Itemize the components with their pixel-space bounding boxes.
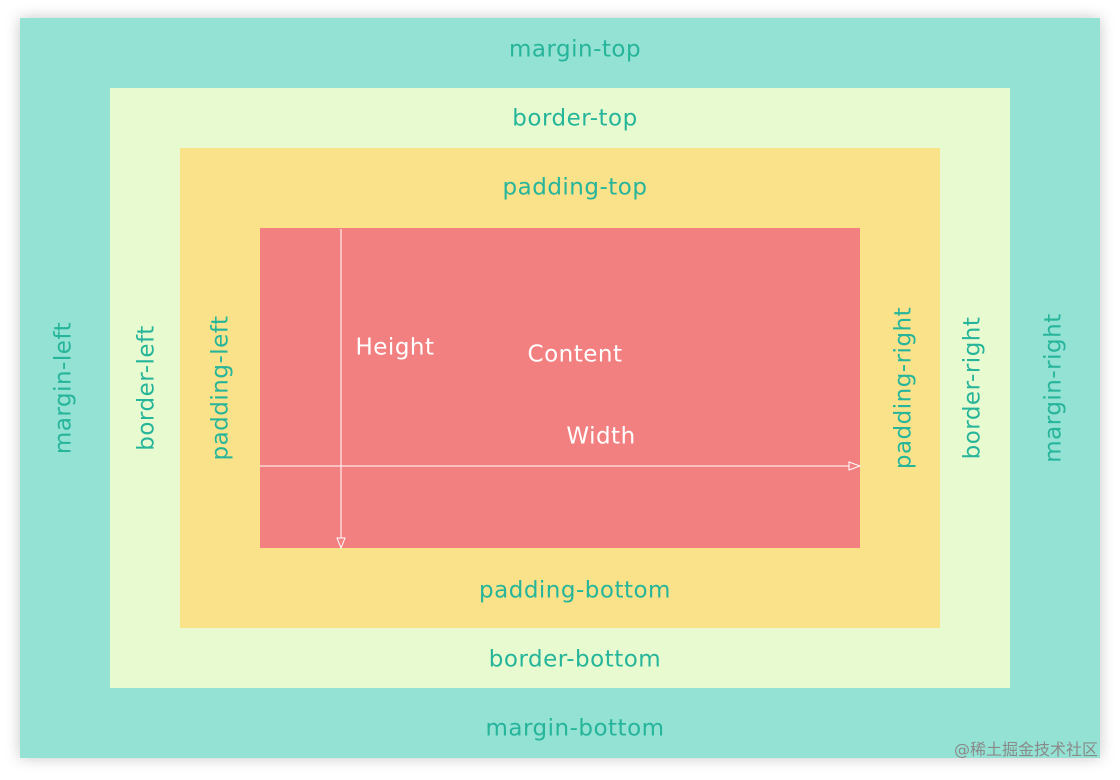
- padding-bottom-label: padding-bottom: [479, 577, 671, 604]
- width-label: Width: [566, 423, 636, 450]
- margin-right-label: margin-right: [1040, 313, 1067, 463]
- content-label: Content: [527, 341, 623, 368]
- margin-left-label: margin-left: [50, 321, 77, 455]
- height-label: Height: [355, 334, 435, 361]
- margin-bottom-label: margin-bottom: [485, 715, 665, 742]
- watermark: @稀土掘金技术社区: [953, 740, 1098, 759]
- border-right-label: border-right: [959, 316, 986, 460]
- padding-left-label: padding-left: [207, 315, 234, 461]
- padding-top-label: padding-top: [502, 174, 648, 201]
- border-top-label: border-top: [512, 105, 638, 132]
- content-box: [260, 228, 860, 548]
- margin-top-label: margin-top: [508, 36, 642, 63]
- padding-right-label: padding-right: [890, 306, 917, 470]
- border-bottom-label: border-bottom: [488, 646, 662, 673]
- border-left-label: border-left: [133, 325, 160, 451]
